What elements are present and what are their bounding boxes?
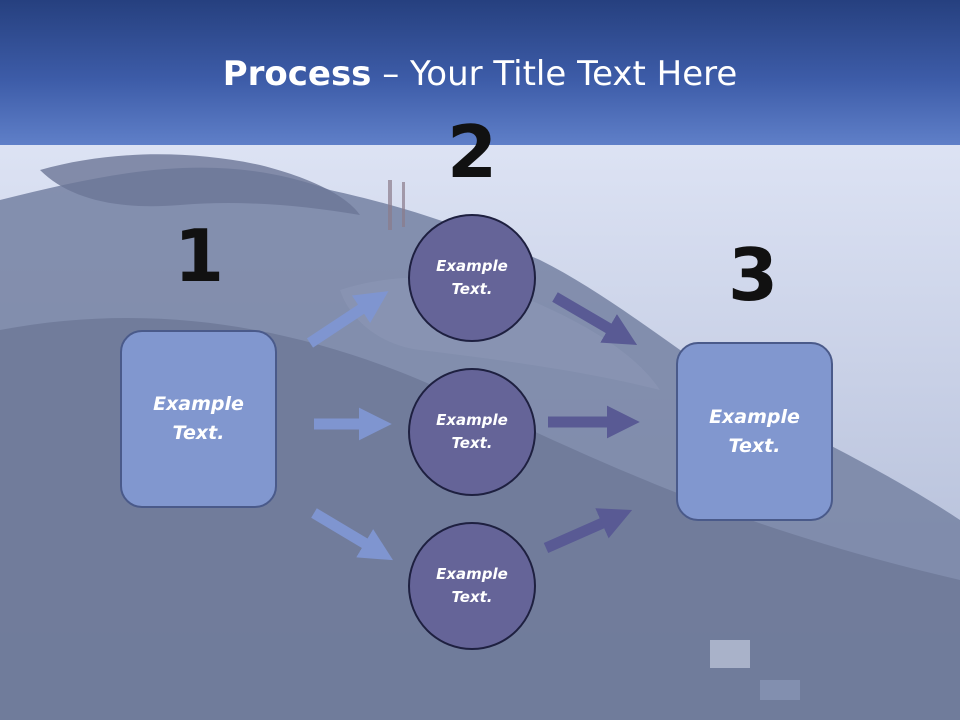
step-1-text: Example Text. [153,390,244,448]
circle-2-text: Example Text. [436,409,508,455]
step-1-text-line1: Example [153,393,244,415]
arrow-1-to-circle-3 [311,508,394,561]
arrow-circle-3-to-3 [543,508,633,554]
slide-title: Process – Your Title Text Here [0,52,960,96]
title-bold: Process [222,54,372,94]
step-1-text-line2: Text. [172,422,225,444]
circle-3-text-line1: Example [436,565,508,583]
circle-1: Example Text. [408,214,536,342]
step-number-3: 3 [727,233,779,317]
step-3-box: Example Text. [676,342,833,521]
circle-3-text-line2: Text. [451,588,493,606]
arrow-circle-1-to-3 [552,292,638,345]
circle-1-text-line2: Text. [451,280,493,298]
step-1-box: Example Text. [120,330,277,508]
title-rest: – Your Title Text Here [371,54,738,94]
circle-2-text-line2: Text. [451,434,493,452]
step-3-text-line1: Example [709,405,800,428]
circle-3: Example Text. [408,522,536,650]
circle-2: Example Text. [408,368,536,496]
circle-3-text: Example Text. [436,563,508,609]
circle-1-text: Example Text. [436,255,508,301]
step-number-2: 2 [446,110,498,194]
step-number-1: 1 [173,214,225,298]
title-band [0,0,960,145]
arrow-1-to-circle-1 [306,291,389,348]
circle-2-text-line1: Example [436,411,508,429]
step-3-text: Example Text. [709,403,800,461]
step-3-text-line2: Text. [728,434,781,457]
circle-1-text-line1: Example [436,257,508,275]
